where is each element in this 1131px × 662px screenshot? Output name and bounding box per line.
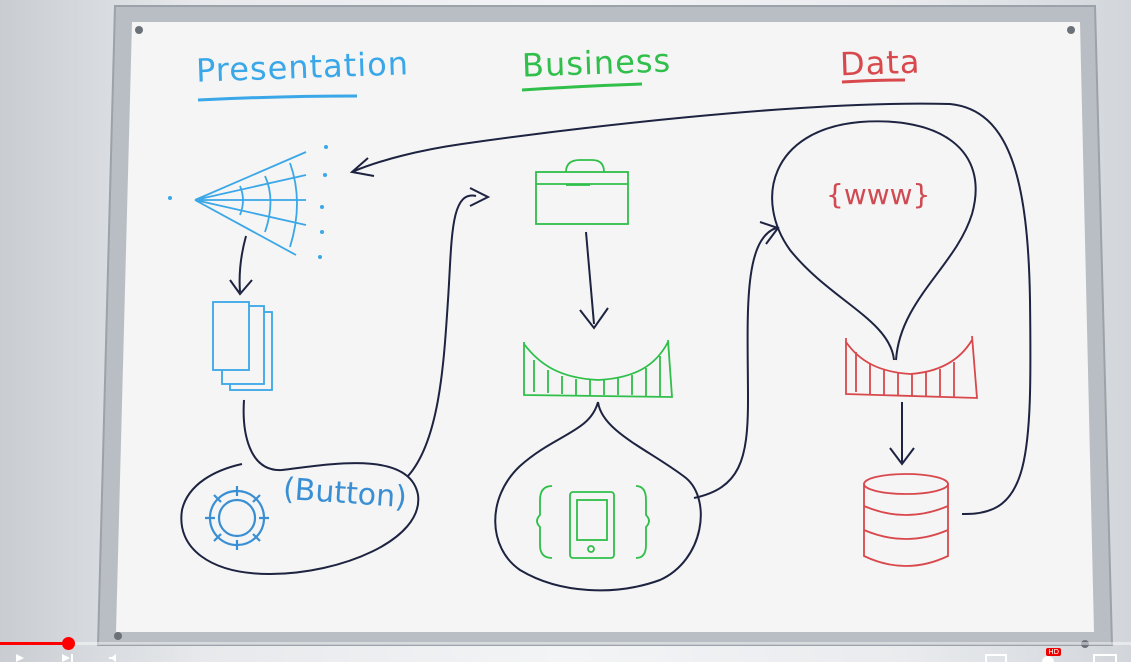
progress-scrubber[interactable] <box>61 637 75 650</box>
connector-data-to-presentation <box>349 102 1032 516</box>
video-controls: HD <box>0 636 1131 662</box>
web-dots <box>168 145 328 259</box>
screw-icon <box>135 26 143 34</box>
progress-bar[interactable] <box>0 637 1131 650</box>
mobile-blob <box>494 401 702 592</box>
briefcase-icon <box>535 159 629 225</box>
underline-data <box>841 78 906 84</box>
spider-web-icon <box>194 151 307 256</box>
hd-badge: HD <box>1046 648 1061 656</box>
next-icon[interactable] <box>60 654 74 662</box>
mobile-phone-icon <box>536 485 650 559</box>
play-icon[interactable] <box>14 654 26 662</box>
underline-presentation <box>197 94 358 102</box>
screw-icon <box>1067 26 1075 34</box>
documents-icon <box>212 301 273 391</box>
www-label: {www} <box>826 178 931 211</box>
arrow-briefcase-to-bridge <box>579 231 609 330</box>
settings-icon[interactable] <box>1041 654 1055 662</box>
screw-icon <box>114 632 122 640</box>
heading-presentation: Presentation <box>195 44 410 90</box>
bridge-icon <box>523 339 673 398</box>
connector-pres-to-business <box>407 187 491 477</box>
gear-icon <box>205 486 269 550</box>
arrow-web-to-docs <box>229 235 253 296</box>
heading-business: Business <box>521 41 672 85</box>
arrow-bridge-to-db <box>889 402 915 466</box>
screw-icon <box>1081 640 1089 648</box>
underline-business <box>521 82 643 92</box>
heading-data: Data <box>839 42 922 84</box>
volume-icon[interactable] <box>108 654 122 662</box>
fullscreen-icon[interactable] <box>1093 654 1117 662</box>
progress-fill <box>0 642 68 645</box>
database-icon <box>863 473 949 567</box>
bridge-icon <box>845 335 978 399</box>
button-blob <box>180 399 420 576</box>
www-blob <box>771 120 977 361</box>
miniplayer-icon[interactable] <box>985 654 1007 662</box>
